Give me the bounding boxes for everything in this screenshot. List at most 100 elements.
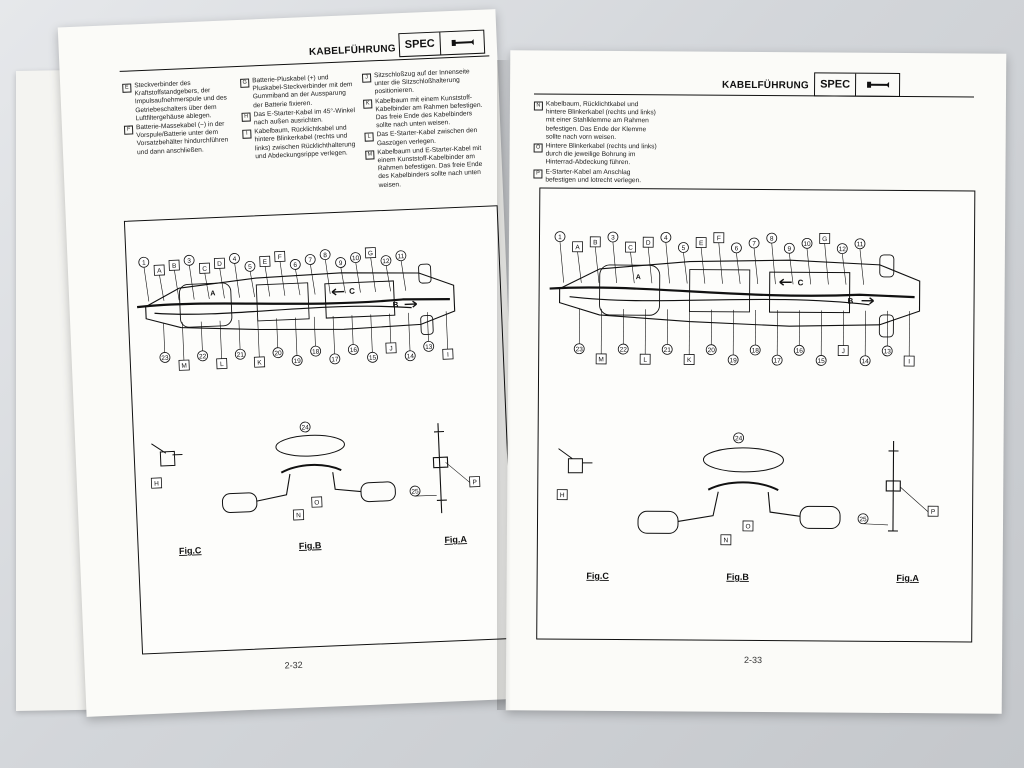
- callout-circle: [749, 344, 761, 356]
- callout-label: 9: [788, 246, 792, 253]
- callout-label: L: [643, 357, 647, 364]
- callout-circle: [304, 254, 316, 265]
- leader-line: [325, 259, 331, 294]
- callout-label: 20: [708, 347, 716, 354]
- item-letter: N: [533, 101, 543, 111]
- callout-label: 3: [187, 258, 191, 265]
- page-number: 2-33: [744, 654, 763, 666]
- leader-line: [249, 271, 255, 298]
- callout-label: C: [628, 245, 633, 252]
- callout-circle: [272, 347, 284, 359]
- callout-box: [572, 241, 584, 253]
- callout-label: L: [220, 361, 224, 368]
- leader-line: [612, 241, 617, 284]
- callout-box: [216, 357, 228, 370]
- callout-label: N: [296, 512, 301, 519]
- callout-label: M: [598, 356, 603, 363]
- callout-box: [150, 477, 163, 489]
- callout-circle: [197, 350, 209, 362]
- callout-label: 21: [664, 347, 672, 354]
- page-number: 2-32: [284, 659, 303, 671]
- callout-circle: [607, 231, 619, 243]
- leader-line: [647, 247, 653, 284]
- fig-b-harness: [280, 463, 342, 474]
- leader-line: [340, 267, 346, 294]
- callout-circle: [409, 485, 421, 497]
- callout-label: O: [314, 499, 319, 506]
- callout-circle: [731, 242, 742, 254]
- fig-b-blinker-right: [360, 481, 396, 503]
- leader-line: [789, 253, 794, 285]
- marker-a: A: [636, 274, 641, 281]
- callout-label: 11: [857, 241, 864, 248]
- fig-b-housing: [702, 447, 784, 473]
- fig-b-label: Fig.B: [299, 540, 322, 551]
- callout-label: 16: [796, 348, 804, 355]
- callout-label: B: [593, 239, 597, 246]
- leader-line: [718, 242, 723, 284]
- leader-line: [295, 269, 301, 296]
- callout-label: 21: [237, 352, 245, 359]
- callout-label: 18: [752, 347, 760, 354]
- callout-circle: [229, 253, 240, 264]
- callout-label: 25: [859, 516, 867, 523]
- callout-label: 23: [576, 346, 584, 353]
- callout-label: M: [181, 363, 187, 370]
- leader-line: [824, 243, 829, 285]
- leader-line: [279, 261, 286, 296]
- airbox: [255, 282, 310, 322]
- leader-line: [771, 243, 776, 285]
- callout-circle: [727, 354, 739, 366]
- callout-box: [259, 255, 271, 268]
- callout-box: [927, 505, 939, 517]
- callout-box: [442, 348, 454, 360]
- callout-label: 3: [611, 234, 615, 241]
- callout-circle: [766, 232, 778, 244]
- callout-circle: [881, 345, 893, 357]
- callout-label: 17: [331, 356, 339, 363]
- book-gutter: [497, 60, 517, 710]
- callout-label: 15: [818, 358, 826, 365]
- leader-line: [355, 262, 361, 293]
- callout-label: 13: [425, 344, 433, 351]
- callout-box: [253, 356, 266, 368]
- leader-line: [806, 248, 812, 285]
- callout-label: 19: [293, 358, 301, 365]
- spec-box: SPEC: [398, 29, 486, 58]
- callout-label: 15: [369, 355, 377, 362]
- callout-label: 10: [352, 255, 360, 262]
- item-text: Kabelbaum, Rücklichtkabel und hintere Bl…: [545, 100, 656, 141]
- callout-box: [168, 259, 180, 271]
- callout-box: [837, 345, 849, 357]
- callout-label: 4: [233, 256, 237, 263]
- callout-label: D: [646, 240, 651, 247]
- leader-line: [683, 252, 688, 284]
- callout-circle: [310, 345, 322, 357]
- callout-label: F: [278, 254, 282, 261]
- callout-label: A: [575, 244, 580, 251]
- callout-label: 14: [407, 353, 415, 360]
- callout-label: 14: [862, 358, 870, 365]
- fig-a-label: Fig.A: [896, 573, 919, 583]
- leader-line: [310, 264, 316, 295]
- wire-harness: [136, 298, 450, 309]
- callout-circle: [660, 231, 672, 243]
- motorcycle-drawing: CBA: [549, 254, 921, 338]
- arrow-b-label: B: [848, 297, 854, 306]
- wrench-icon: [856, 78, 899, 92]
- callout-label: 22: [620, 347, 628, 354]
- callout-label: H: [560, 492, 565, 499]
- leader-line: [385, 265, 391, 292]
- leader-line: [630, 252, 635, 284]
- frame-outline: [558, 259, 921, 327]
- item-letter: O: [533, 143, 543, 153]
- fig-b-blinker-left: [221, 492, 258, 514]
